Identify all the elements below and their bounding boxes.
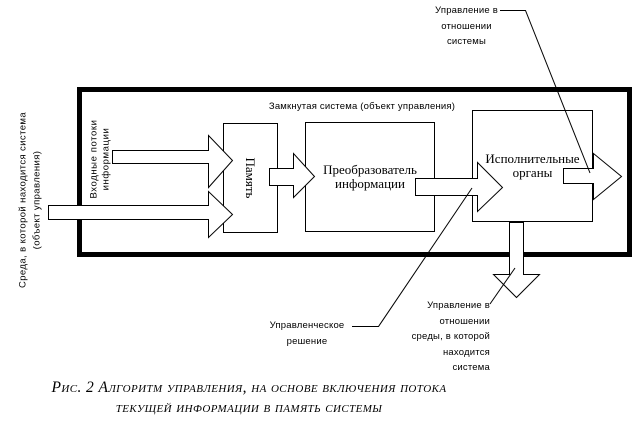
input-flow-arrow-bottom xyxy=(48,190,234,239)
control-of-system-arrow xyxy=(563,152,623,201)
leader-line-control-of-environment xyxy=(489,267,516,305)
management-decision-annotation: Управленческое решение xyxy=(269,320,345,347)
control-of-system-annotation: Управление в отношении системы xyxy=(435,5,498,47)
executive-box-label: Исполнительные органы xyxy=(485,150,580,180)
environment-label: Среда, в которой находится система (объе… xyxy=(17,111,43,289)
figure-caption: Рис. 2 Алгоритм управления, на основе вк… xyxy=(51,379,447,416)
transformer-to-executive-arrow xyxy=(415,161,504,213)
leader-line-control-of-system xyxy=(500,10,591,174)
input-flow-arrow-top xyxy=(112,134,234,189)
closed-system-box xyxy=(77,87,632,257)
memory-to-transformer-arrow xyxy=(269,152,316,199)
closed-system-label: Замкнутая система (объект управления) xyxy=(268,101,456,112)
leader-line-management-decision xyxy=(352,187,473,327)
memory-box-label: Память xyxy=(243,157,258,199)
control-of-environment-arrow xyxy=(492,222,541,299)
control-of-environment-annotation: Управление в отношении среды, в которой … xyxy=(411,300,490,373)
transformer-box-label: Преобразователь информации xyxy=(323,161,417,191)
transformer-box xyxy=(305,122,435,232)
input-flows-label: Входные потоки информации xyxy=(88,119,112,199)
